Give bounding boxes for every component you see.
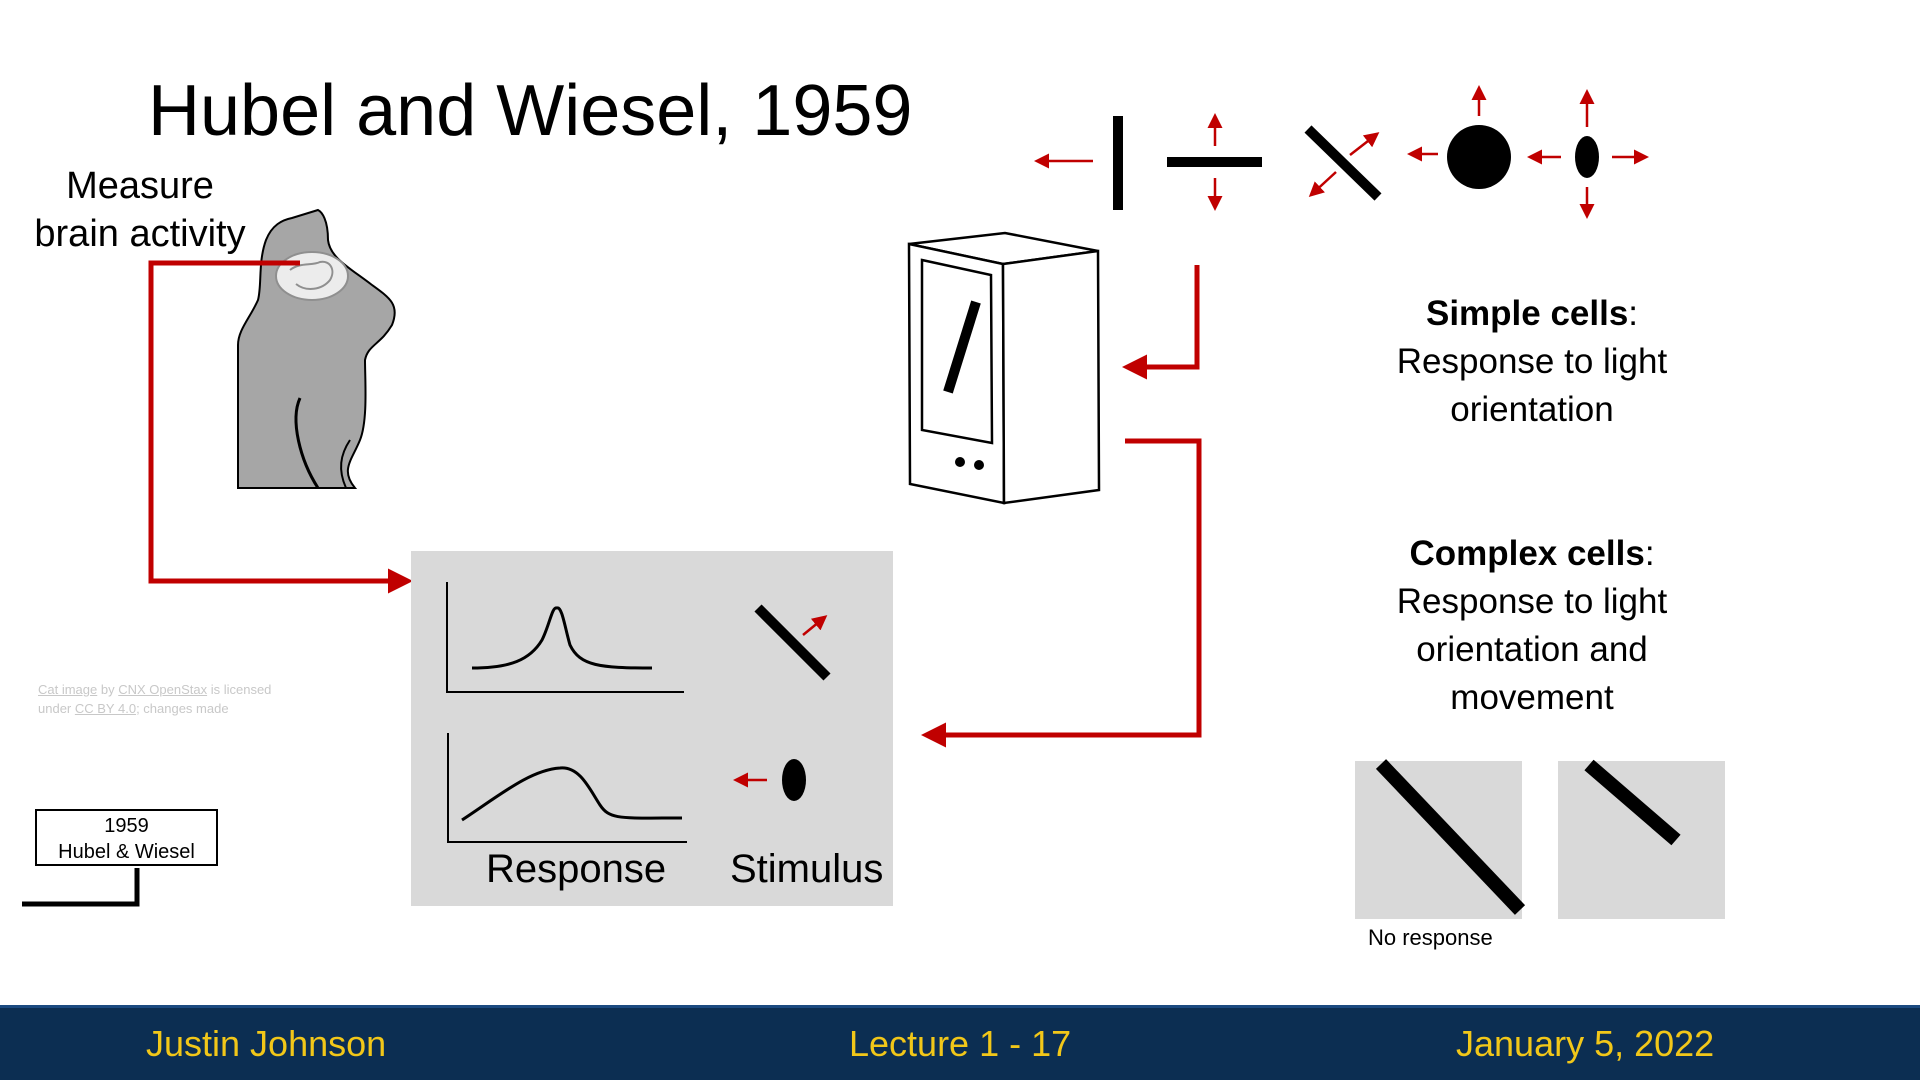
simple-cells-colon: :: [1628, 294, 1639, 333]
vertical-bar-stimulus-icon: [1034, 116, 1123, 210]
measure-label-line1: Measure: [66, 165, 214, 207]
response-stimulus-panel-drawing: [411, 551, 893, 906]
timeline-tag-year: 1959: [104, 815, 149, 837]
credit-changes: ; changes made: [136, 701, 229, 716]
horizontal-bar-stimulus-icon: [1167, 113, 1262, 211]
stimulus-to-projector-arrow: [1122, 265, 1200, 380]
panel-background: [411, 551, 893, 906]
complex-cells-description: Complex cells: Response to light orienta…: [1360, 530, 1704, 722]
no-response-label: No response: [1368, 925, 1493, 950]
brain-recording-wire: [148, 260, 413, 594]
footer-bar: [0, 1005, 1920, 1080]
ellipse-stimulus-icon: [1527, 89, 1649, 219]
response-label: Response: [486, 847, 667, 891]
credit-by: by: [97, 682, 119, 697]
complex-response-plot: [447, 733, 687, 843]
simple-cells-heading-row: Simple cells:: [1360, 290, 1704, 338]
credit-under: under: [38, 701, 75, 716]
timeline-tag-names: Hubel & Wiesel: [58, 841, 195, 863]
no-response-example-boxes: [1355, 759, 1725, 919]
measure-brain-activity-label: Measure brain activity: [20, 162, 260, 258]
credit-cat-image-link[interactable]: Cat image: [38, 682, 98, 697]
diagonal-moving-stimulus-icon: [754, 604, 831, 681]
simple-cells-line1: Response to light: [1396, 342, 1668, 381]
cat-icon: [237, 208, 396, 489]
diagonal-bar-stimulus-icon: [1304, 125, 1382, 201]
image-credit: Cat image by CNX OpenStax is licensed un…: [38, 680, 318, 718]
footer-date: January 5, 2022: [1456, 1023, 1715, 1064]
simple-response-plot: [446, 582, 684, 693]
measure-label-line2: brain activity: [34, 213, 246, 255]
projector-to-panel-arrow: [921, 438, 1202, 748]
complex-cells-line2: orientation and: [1416, 630, 1648, 669]
complex-cells-colon: :: [1644, 534, 1655, 573]
footer-author: Justin Johnson: [146, 1023, 387, 1064]
timeline-tag: 1959 Hubel & Wiesel: [35, 809, 218, 866]
example-box-right: [1558, 761, 1725, 919]
simple-cells-line2: orientation: [1450, 390, 1614, 429]
dot-stimulus-icon: [1407, 85, 1511, 189]
complex-cells-line1: Response to light: [1396, 582, 1668, 621]
complex-cells-heading-row: Complex cells:: [1360, 530, 1704, 578]
ellipse-moving-stimulus-icon: [733, 759, 806, 801]
credit-licensed: is licensed: [207, 682, 272, 697]
timeline-bracket: [22, 868, 140, 907]
simple-cells-heading: Simple cells: [1425, 294, 1629, 333]
stimulus-label: Stimulus: [730, 847, 884, 891]
diagonal-bar-left: [1375, 759, 1526, 915]
complex-cells-line3: movement: [1450, 678, 1614, 717]
simple-cells-description: Simple cells: Response to light orientat…: [1360, 290, 1704, 434]
credit-author-link[interactable]: CNX OpenStax: [118, 682, 208, 697]
slide-title: Hubel and Wiesel, 1959: [148, 71, 913, 151]
diagonal-bar-right: [1584, 759, 1681, 846]
complex-cells-heading: Complex cells: [1409, 534, 1645, 573]
credit-license-link[interactable]: CC BY 4.0: [74, 701, 137, 716]
footer-lecture-number: Lecture 1 - 17: [849, 1023, 1072, 1064]
projector-icon: [907, 231, 1101, 505]
